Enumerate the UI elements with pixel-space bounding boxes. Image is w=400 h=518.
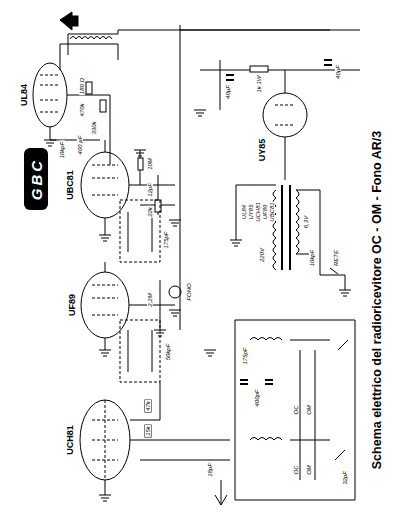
ground-symbol <box>44 140 56 141</box>
ground-symbol <box>99 495 111 496</box>
ground-symbol <box>171 223 179 224</box>
component-value: 32pF <box>342 470 348 486</box>
ground-symbol <box>103 501 107 502</box>
ground-symbol <box>138 156 142 157</box>
tube-uy85 <box>263 93 307 137</box>
component-value: 40µF <box>335 64 341 80</box>
component-value: 10M <box>147 157 153 171</box>
ground-symbol <box>169 310 181 311</box>
ground-symbol <box>206 353 214 354</box>
component-value: 470k <box>79 102 85 117</box>
component-value: OC <box>293 405 299 416</box>
ground-symbol <box>103 241 107 242</box>
component-value: 40µF <box>225 84 231 100</box>
tube-ubc81 <box>81 152 129 218</box>
ground-symbol <box>101 498 109 499</box>
ground-symbol <box>171 313 179 314</box>
ground-symbol <box>234 246 238 247</box>
ground-symbol <box>103 356 107 357</box>
ground-symbol <box>101 353 109 354</box>
power-transformer <box>282 185 290 270</box>
tube-uch81 <box>80 400 130 480</box>
speaker-symbol <box>60 12 72 30</box>
ground-symbol <box>198 116 202 117</box>
component-value: 220V <box>259 247 265 263</box>
component-value: 18pF <box>207 462 213 478</box>
ground-symbol <box>169 220 181 221</box>
component-value: UL84 <box>241 204 247 220</box>
ground-symbol <box>208 356 212 357</box>
ground-symbol <box>134 150 146 151</box>
tube-label: UBC81 <box>66 169 75 201</box>
component-value: 22k <box>147 206 153 218</box>
tube-label: UL84 <box>20 83 29 107</box>
ground-symbol <box>230 240 242 241</box>
component-value: 2,2M <box>147 292 153 307</box>
tube-uf89 <box>81 272 129 338</box>
ground-symbol <box>158 336 162 337</box>
component-value: UCH81 <box>255 201 261 223</box>
component-value: 400 µF <box>77 135 83 156</box>
ground-symbol <box>173 226 177 227</box>
component-value: OC <box>293 465 299 476</box>
component-value: 180 Ω <box>79 77 85 95</box>
if-transformer <box>120 200 160 262</box>
ground-symbol <box>99 235 111 236</box>
component-value: OM <box>306 464 312 476</box>
component-value: 6,3V <box>303 215 309 229</box>
component-value: 47k <box>145 400 151 412</box>
ground-symbol <box>339 290 351 291</box>
logo-badge: GBC <box>24 148 48 210</box>
component-value: UF89 <box>262 204 268 221</box>
ground-symbol <box>343 296 347 297</box>
logo-text: GBC <box>29 158 44 200</box>
component-value: 10kpF <box>59 141 65 160</box>
component-value: 175pF <box>242 346 248 365</box>
component-value: 1k 1W <box>256 74 262 93</box>
ground-symbol <box>232 243 240 244</box>
ground-symbol <box>101 238 109 239</box>
component-value: 12pF <box>147 182 153 198</box>
ground-symbol <box>136 153 144 154</box>
tube-label: UCH81 <box>66 424 75 456</box>
ground-symbol <box>156 333 164 334</box>
component-value: 175pF <box>163 230 169 249</box>
component-value: 50kpF <box>165 343 171 362</box>
component-value: UY85 <box>248 203 254 220</box>
ground-symbol <box>194 110 206 111</box>
component-value: RETE <box>333 249 339 267</box>
ground-symbol <box>196 113 204 114</box>
ground-symbol <box>173 316 177 317</box>
title: Schema elettrico del radioricevitore OC … <box>371 131 384 470</box>
component-value: 10kpF <box>309 249 315 268</box>
ground-symbol <box>48 146 52 147</box>
ground-symbol <box>154 330 166 331</box>
ground-symbol <box>99 350 111 351</box>
tube-label: UY85 <box>258 138 267 163</box>
ground-symbol <box>46 143 54 144</box>
component-value: FONO <box>186 282 192 301</box>
tube-ul84 <box>33 63 67 127</box>
component-value: OM <box>306 404 312 416</box>
component-value: 330k <box>91 120 97 135</box>
ground-symbol <box>204 350 216 351</box>
tube-label: UF89 <box>68 293 77 317</box>
component-value: 15k <box>145 425 151 437</box>
ground-symbol <box>341 293 349 294</box>
component-value: 400pF <box>254 388 260 407</box>
if-transformer <box>120 320 160 382</box>
component-value: UBC81 <box>269 201 275 222</box>
